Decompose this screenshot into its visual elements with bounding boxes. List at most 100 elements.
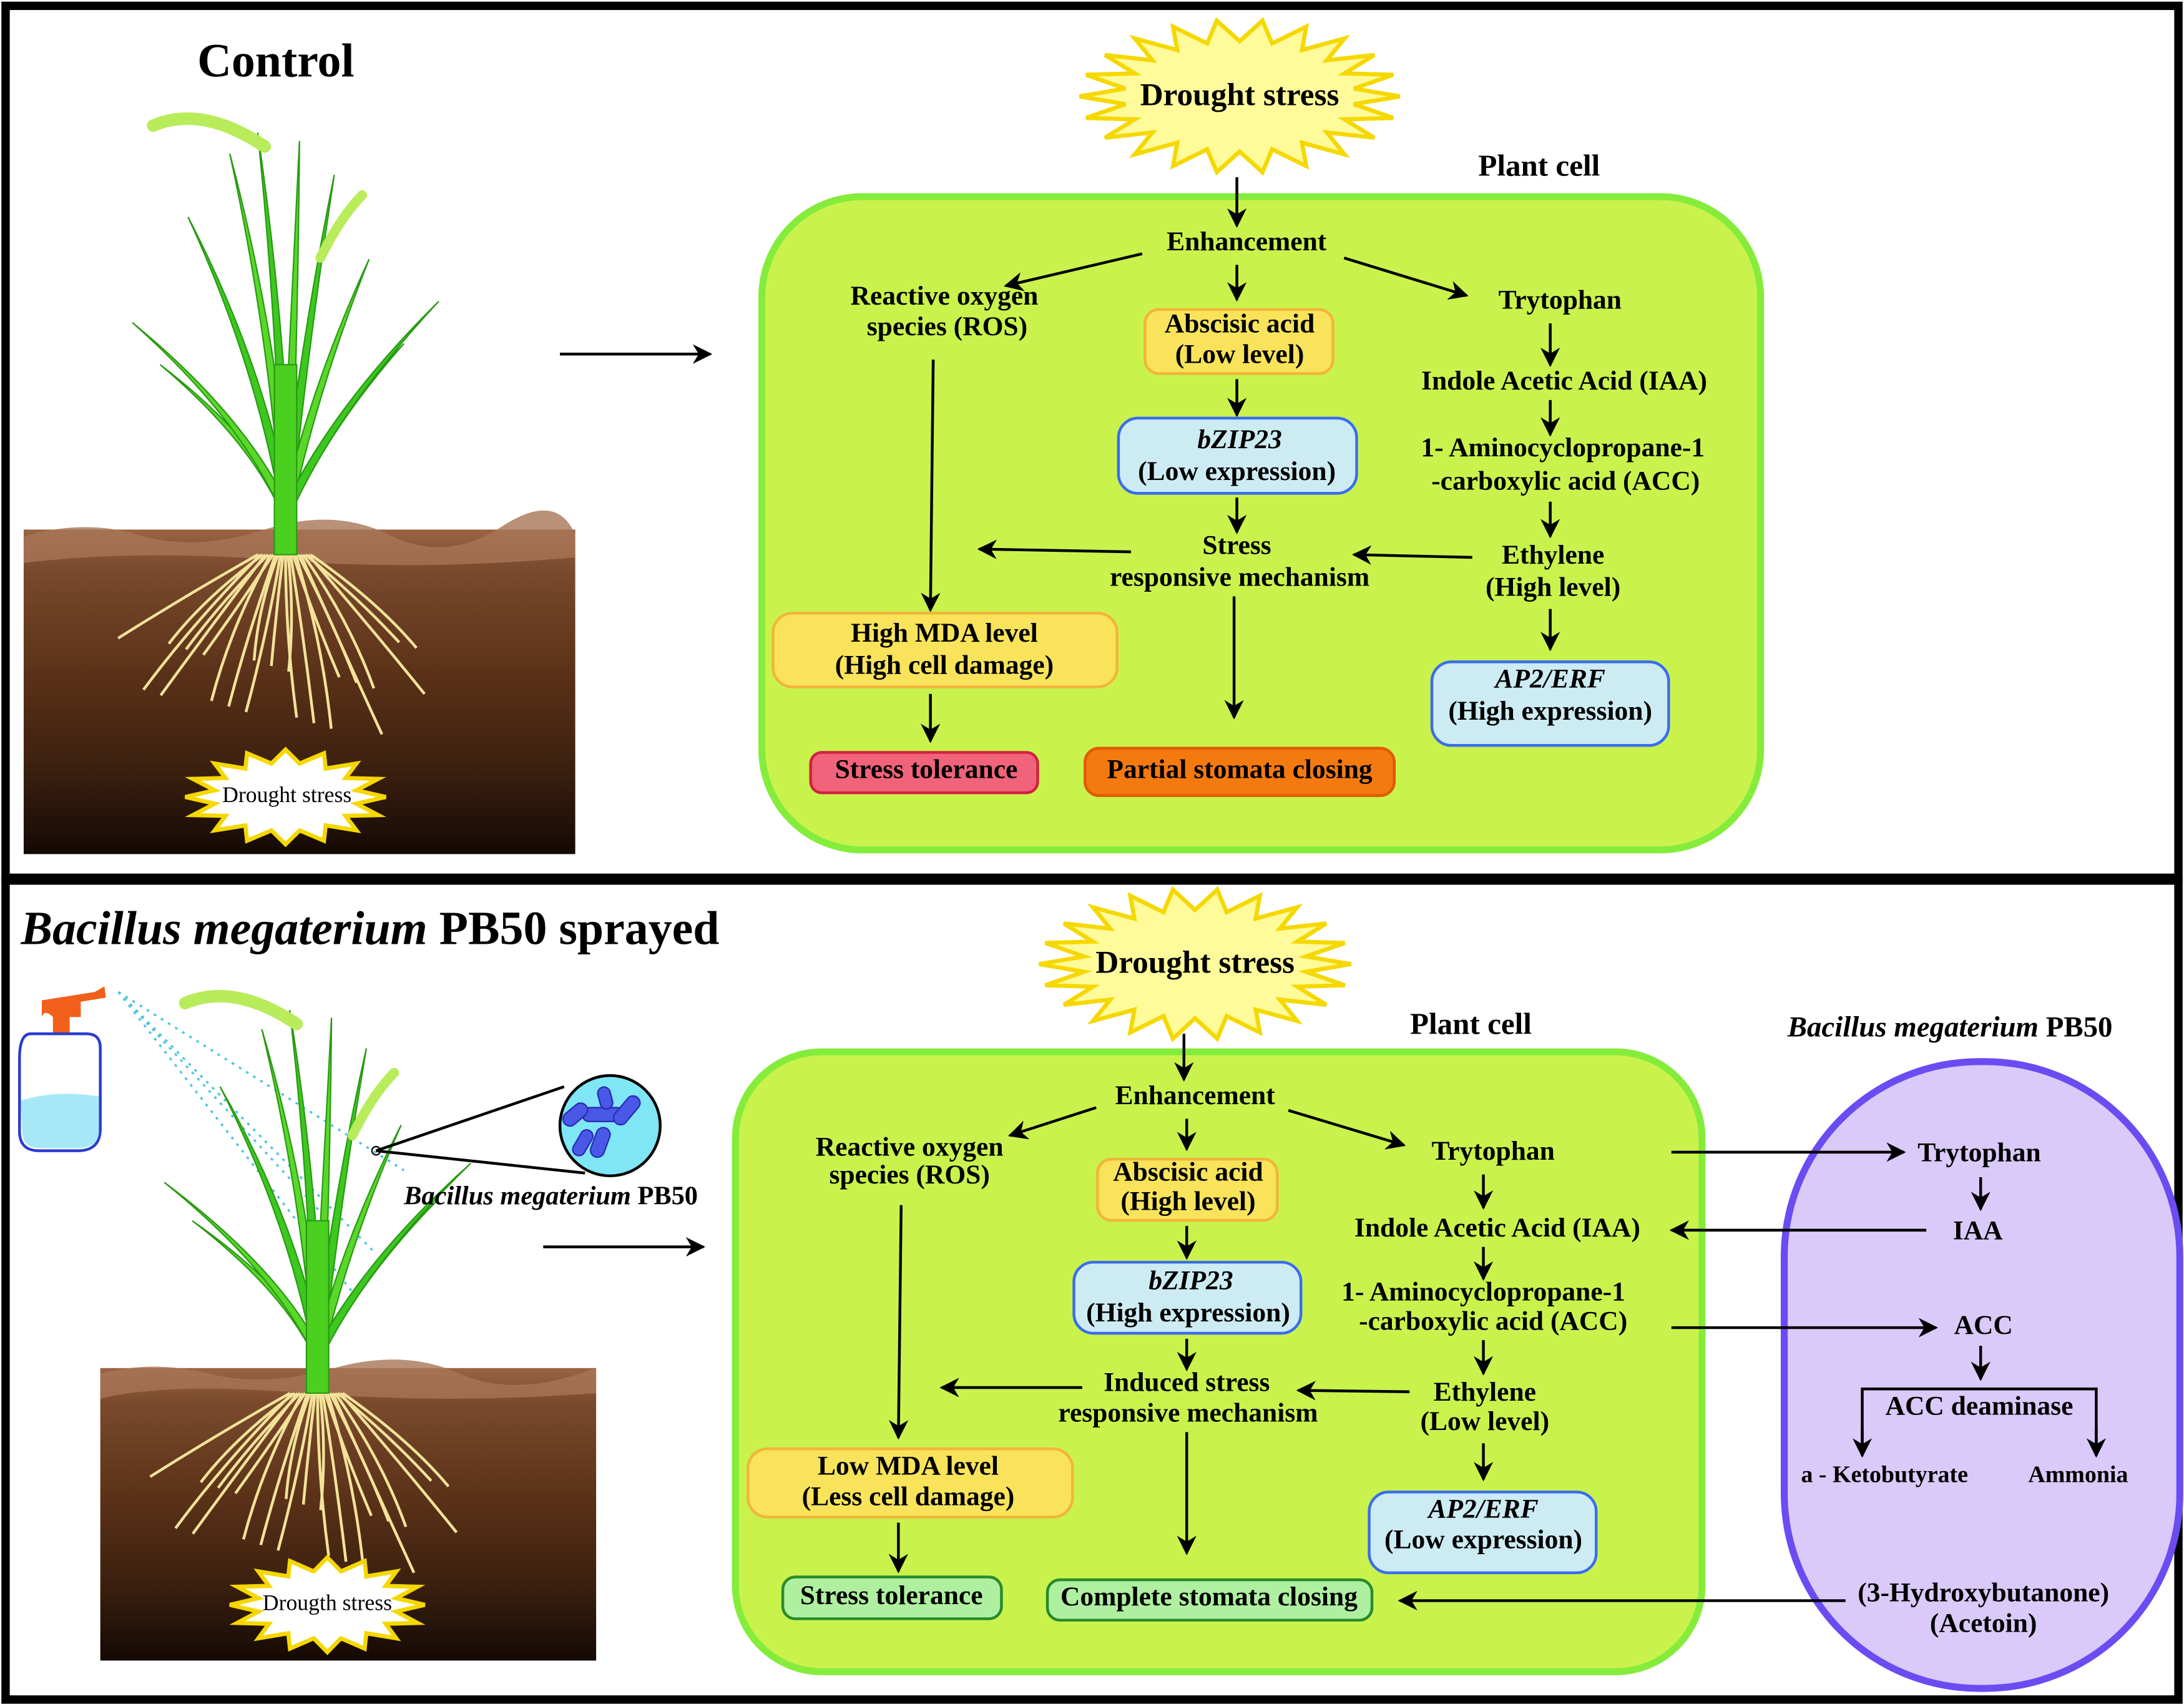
treated-title: Bacillus megaterium PB50 sprayed [20,903,719,955]
enhancement-label: Enhancement [1115,1080,1276,1110]
ammonia-label: Ammonia [2028,1462,2128,1488]
root [334,1392,408,1527]
mechanism-label-2: responsive mechanism [1110,562,1369,592]
mechanism-label-1: Stress [1202,530,1271,560]
aba-box [1143,308,1334,375]
root [310,553,418,649]
mda-label-1: High MDA level [851,618,1038,648]
root [289,554,316,723]
mda-label-2: (High cell damage) [835,650,1054,680]
bacterium-label-rest: PB50 [2039,1011,2112,1043]
bacterium-trp-label: Trytophan [1917,1137,2040,1167]
stomata-label: Complete stomata closing [1060,1582,1358,1612]
mda-label-1: Low MDA level [818,1451,999,1481]
root [301,554,376,689]
root [174,1392,294,1529]
arrow [977,539,1132,559]
ros-label-1: Reactive oxygen [816,1132,1004,1162]
acc-label-1: 1- Aminocyclopropane-1 [1421,433,1705,463]
bzip-label-1: bZIP23 [1148,1266,1233,1296]
drought-stress-label: Drought stress [1095,945,1295,981]
root [149,1391,291,1478]
bacterium-iaa-label: IAA [1953,1215,2003,1245]
soil-drought-label: Drought stress [222,782,351,807]
drought-stress-star: Drought stress [1039,886,1352,1042]
acc-label-1: 1- Aminocyclopropane-1 [1341,1276,1625,1306]
treated-title-italic: Bacillus megaterium [20,903,427,955]
root [301,1393,316,1505]
mda-box [771,612,1119,688]
stress-tolerance-box [809,751,1039,795]
bzip-label-2: (High expression) [1086,1298,1290,1328]
stem [273,364,298,556]
drought-stress-label: Drought stress [1140,77,1339,112]
soil-drought-label: Drougth stress [263,1590,392,1615]
leaf [280,258,370,514]
aba-box [1096,1157,1279,1222]
root [331,1393,416,1574]
root [285,1393,311,1499]
deaminase-label: ACC deaminase [1886,1391,2074,1421]
arrow [1296,1381,1410,1401]
root [299,554,383,735]
acc-label-2: -carboxylic acid (ACC) [1431,466,1700,496]
bzip-box [1117,416,1358,495]
iaa-label: Indole Acetic Acid (IAA) [1421,366,1707,396]
plant-cell-label: Plant cell [1478,149,1600,183]
root [185,554,269,650]
root [284,554,298,718]
magnifier-label-rest: PB50 [631,1181,698,1210]
aba-label-1: Abscisic acid [1113,1157,1263,1187]
arrow [1351,545,1472,565]
arrow [1007,1106,1097,1140]
bzip-box [1072,1260,1303,1335]
root [167,553,264,645]
magnifier-bacteria-icon [371,1074,662,1178]
ap2-label-2: (High expression) [1448,696,1652,726]
acc-label-2: -carboxylic acid (ACC) [1359,1306,1627,1336]
root [117,553,259,640]
root [200,1392,296,1484]
magnifier-label-italic: Bacillus megaterium [403,1181,631,1210]
root [326,1393,365,1568]
bzip-label-1: bZIP23 [1197,424,1281,454]
iaa-label: Indole Acetic Acid (IAA) [1354,1213,1640,1243]
root [227,554,277,707]
drought-stress-star: Drought stress [1079,17,1401,176]
arrow [889,1205,909,1440]
stress-tolerance-box [781,1575,1003,1620]
stomata-box [1045,1578,1374,1622]
stress-tolerance-label: Stress tolerance [800,1580,983,1610]
root [321,1393,348,1562]
treated-title-rest: PB50 sprayed [428,903,720,955]
spray-bottle-icon [18,986,106,1152]
root [277,1393,314,1551]
acetoin-label-1: (3-Hydroxybutanone) [1858,1577,2109,1607]
ketobutyrate-label: a - Ketobutyrate [1801,1462,1968,1488]
magnifier-label: Bacillus megaterium PB50 [403,1181,698,1210]
soil-drought-star: Drougth stress [229,1554,426,1655]
bacterium-label: Bacillus megaterium PB50 [1787,1011,2113,1043]
bacterium-acc-label: ACC [1954,1310,2013,1340]
ap2-box [1430,660,1670,747]
root [323,1393,373,1517]
panicle [179,989,303,1031]
bzip-label-2: (Low expression) [1138,456,1336,486]
spray-mist [117,991,405,1296]
deaminase-bracket [1861,1388,2098,1453]
root [202,554,275,656]
trp-label: Trytophan [1431,1136,1554,1166]
root [339,1392,458,1534]
ap2-label-2: (Low expression) [1384,1525,1582,1555]
stress-tolerance-label: Stress tolerance [835,755,1018,785]
control-panel: Control Drought stress Drought stress Pl… [1,1,2183,882]
root [341,1392,450,1487]
ros-label-1: Reactive oxygen [851,281,1039,311]
ethylene-label-1: Ethylene [1502,540,1604,570]
plant-cell-label: Plant cell [1410,1006,1532,1041]
ros-label-2: species (ROS) [867,311,1027,341]
root [252,554,280,661]
ethylene-label-2: (Low level) [1421,1406,1550,1436]
arrow [1343,257,1469,300]
